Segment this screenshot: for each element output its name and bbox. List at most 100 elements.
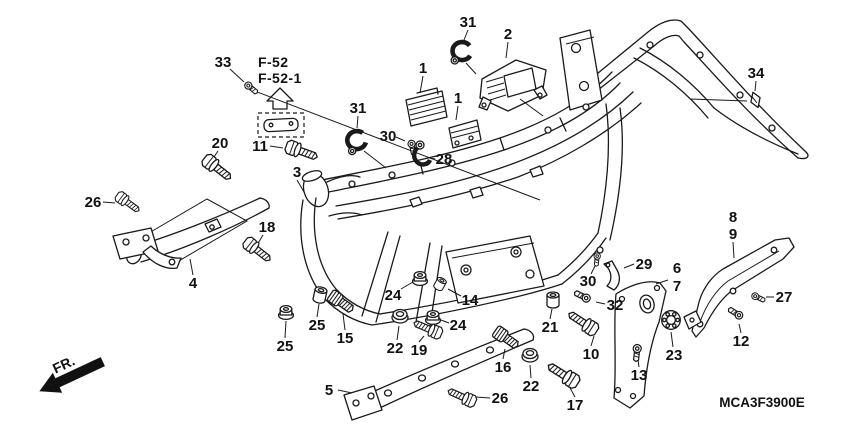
assembly-line-1 — [363, 150, 387, 169]
nut-glyph-part-24 — [411, 270, 429, 287]
callout-label-31: 31 — [350, 100, 367, 117]
dashed-box — [257, 112, 305, 138]
fr-arrow-icon — [39, 357, 105, 393]
cap-glyph-part-22 — [521, 347, 539, 363]
screw-glyph-part-12 — [726, 304, 745, 322]
callout-label-30: 30 — [580, 273, 597, 290]
callout-label-12: 12 — [733, 333, 750, 350]
callout-label-18: 18 — [259, 219, 276, 236]
leader-line-25 — [316, 303, 320, 318]
bracket-glyph-part-29 — [603, 260, 621, 291]
callout-label-16: 16 — [495, 359, 512, 376]
callout-label-32: 32 — [607, 297, 624, 314]
leader-line-5 — [337, 389, 353, 394]
callout-label-9: 9 — [729, 226, 737, 243]
callout-label-30: 30 — [380, 128, 397, 145]
leader-line-31 — [463, 29, 469, 41]
hook-glyph-part-28 — [414, 141, 430, 164]
screw-glyph-part-32 — [572, 288, 593, 305]
bolt-glyph-part-26 — [113, 189, 143, 217]
f52-reference: F-52 F-52-1 — [257, 54, 305, 138]
collar-glyph-part-25 — [311, 285, 329, 305]
callout-labels: 1123456789101112131415161718192021222223… — [85, 14, 793, 414]
bolt-glyph-part-18 — [240, 234, 275, 267]
callout-label-26: 26 — [85, 194, 102, 211]
cap-glyph-part-22 — [391, 308, 409, 324]
callout-label-17: 17 — [567, 397, 584, 414]
leader-line-26 — [475, 396, 491, 399]
nut-glyph-part-24 — [424, 309, 442, 326]
leader-line-3 — [296, 179, 305, 193]
clamp-glyph-part-31 — [451, 41, 471, 65]
leader-line-9 — [732, 241, 735, 259]
leader-line-1 — [455, 105, 459, 121]
leader-line-1 — [419, 75, 424, 94]
leader-line-22 — [396, 325, 400, 341]
callout-label-6: 6 — [673, 260, 681, 277]
callout-label-21: 21 — [542, 319, 559, 336]
fr-direction-arrow: FR. — [39, 352, 105, 393]
callout-label-24: 24 — [450, 317, 467, 334]
leader-line-7 — [655, 279, 669, 285]
callout-label-15: 15 — [337, 330, 354, 347]
collar-glyph-part-21 — [546, 291, 560, 309]
callout-label-25: 25 — [277, 338, 294, 355]
callout-label-25: 25 — [309, 317, 326, 334]
leader-line-24 — [400, 281, 414, 290]
callout-label-28: 28 — [436, 151, 453, 168]
part-2-bracket — [478, 59, 548, 112]
diagram-code: MCA3F3900E — [719, 395, 805, 410]
callout-label-10: 10 — [583, 346, 600, 363]
assembly-line-3 — [519, 98, 544, 117]
screw-glyph-part-27 — [750, 291, 767, 305]
leader-line-30 — [395, 136, 406, 142]
bolt-glyph-part-11 — [283, 138, 321, 165]
part-8-9-side-cover — [683, 237, 795, 338]
leader-line-24 — [440, 319, 450, 324]
bolt-glyph-part-10 — [564, 306, 602, 339]
callout-label-7: 7 — [673, 278, 681, 295]
callout-label-14: 14 — [462, 292, 479, 309]
callout-label-22: 22 — [523, 378, 540, 395]
leader-line-2 — [505, 41, 509, 59]
callout-label-3: 3 — [293, 164, 301, 181]
leader-line-11 — [269, 145, 284, 149]
callout-label-23: 23 — [666, 347, 683, 364]
bolt-glyph-part-17 — [543, 358, 583, 391]
callout-label-5: 5 — [325, 382, 333, 399]
callout-label-34: 34 — [748, 65, 765, 82]
leader-line-21 — [549, 308, 553, 320]
callout-label-29: 29 — [636, 256, 653, 273]
leader-line-15 — [342, 313, 346, 331]
callout-label-22: 22 — [387, 340, 404, 357]
leader-line-22 — [529, 364, 532, 379]
assembly-line-4 — [689, 98, 748, 102]
callout-label-33: 33 — [215, 54, 232, 71]
up-arrow-icon — [266, 87, 294, 110]
f52-ref-line2: F-52-1 — [258, 70, 302, 86]
callout-label-26: 26 — [492, 390, 509, 407]
leader-line-19 — [418, 335, 425, 343]
callout-label-19: 19 — [411, 342, 428, 359]
callout-label-31: 31 — [460, 14, 477, 31]
f52-ref-line1: F-52 — [258, 54, 288, 70]
leader-line-31 — [356, 115, 359, 129]
frame-art — [300, 19, 809, 327]
leader-line-12 — [738, 323, 742, 334]
callout-label-8: 8 — [729, 209, 737, 226]
callout-label-20: 20 — [212, 135, 229, 152]
assembly-line-2 — [465, 62, 477, 75]
leader-line-30 — [590, 265, 596, 275]
leader-lines — [102, 29, 774, 399]
screw-glyph-part-30 — [592, 252, 602, 268]
grommet-glyph-part-23 — [661, 310, 681, 330]
callout-label-27: 27 — [776, 289, 793, 306]
leader-line-29 — [623, 263, 635, 269]
bolt-glyph-part-20 — [199, 151, 236, 185]
callout-label-4: 4 — [189, 275, 198, 292]
leader-line-4 — [189, 258, 194, 276]
callout-label-1: 1 — [454, 90, 462, 107]
leader-line-34 — [754, 80, 757, 92]
